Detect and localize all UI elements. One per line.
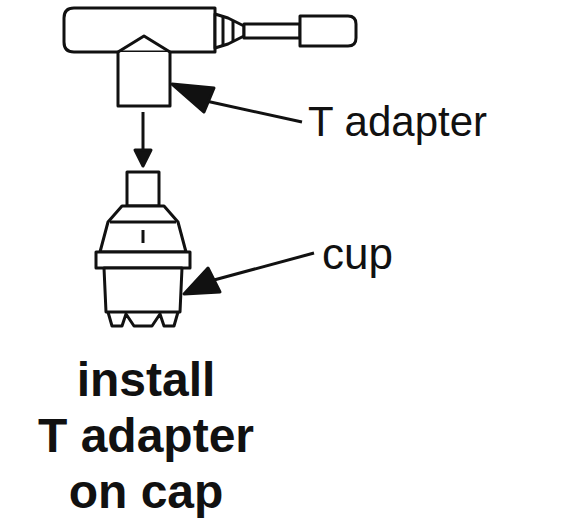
- cup-body: [104, 268, 182, 312]
- cup-neck: [127, 172, 159, 206]
- caption: install T adapter on cap: [0, 352, 292, 520]
- part-label: T adapter: [308, 98, 487, 146]
- leader-line: [206, 101, 302, 122]
- t-adapter-joint: [118, 36, 170, 52]
- install-arrowhead: [135, 150, 151, 166]
- cup-rim: [96, 252, 190, 268]
- valve-stem: [244, 24, 300, 38]
- valve-rib: [222, 17, 225, 45]
- leader-arrowhead: [172, 84, 214, 112]
- part-label: cup: [322, 230, 393, 278]
- valve-cone: [215, 14, 244, 48]
- valve-rib: [232, 21, 235, 41]
- cup-shoulder: [100, 206, 186, 252]
- leader-arrowhead: [184, 268, 220, 294]
- valve-end: [300, 16, 356, 46]
- t-adapter-tube: [64, 8, 215, 52]
- cup-line: [110, 221, 176, 224]
- t-adapter-branch: [118, 52, 170, 106]
- cup-teeth: [108, 312, 178, 326]
- install-arrow: [142, 112, 145, 152]
- leader-line: [214, 253, 314, 280]
- cup-mark: [142, 230, 145, 243]
